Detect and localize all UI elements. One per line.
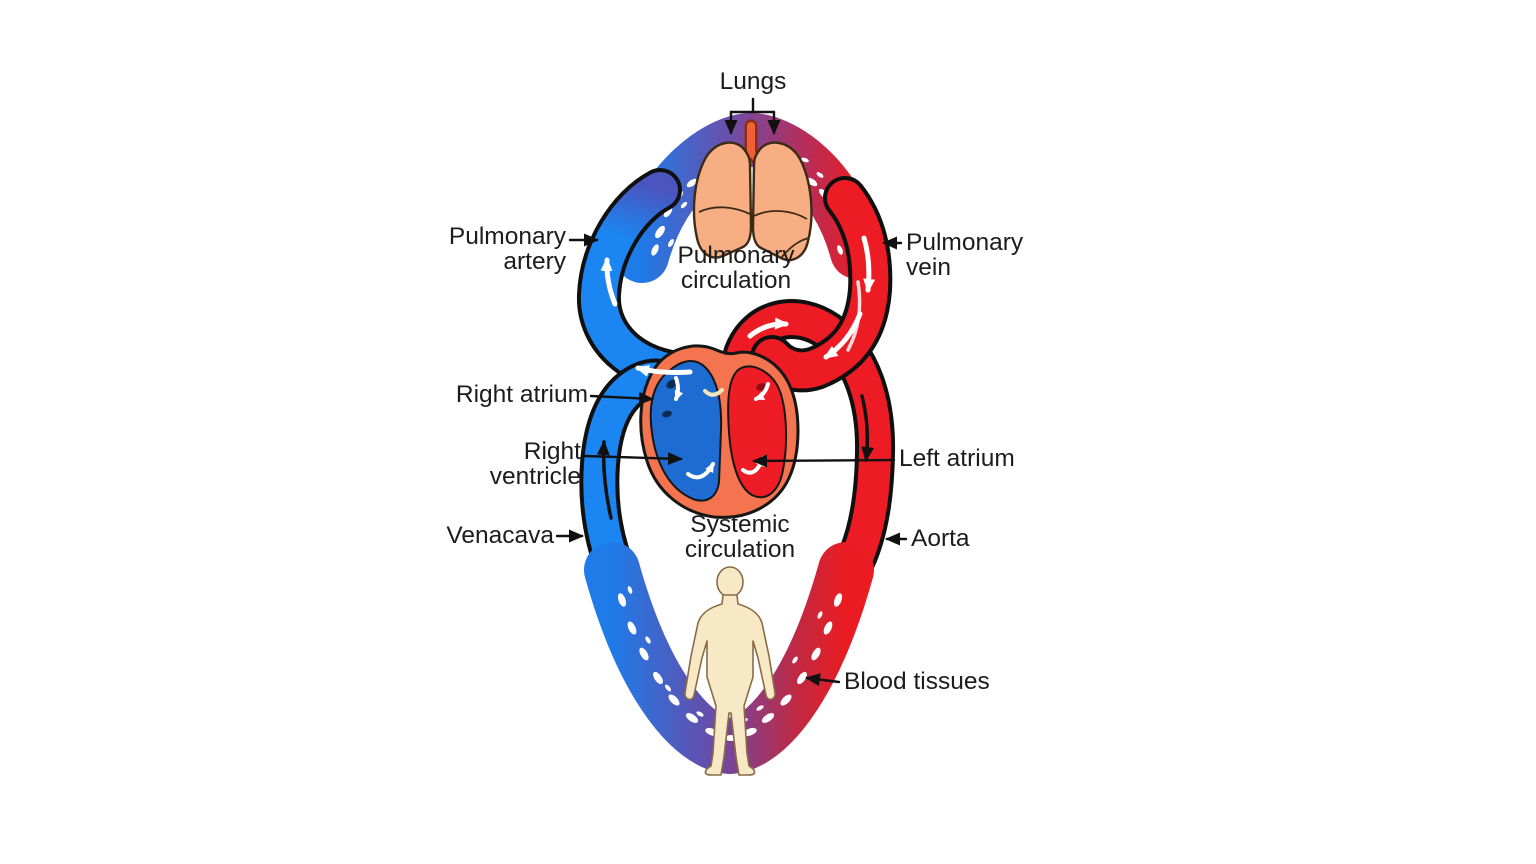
blood-tissues-label: Blood tissues	[844, 668, 990, 695]
pulmonary-artery-label: Pulmonary artery	[449, 224, 566, 274]
systemic-capillary-mesh	[584, 542, 874, 775]
aorta-label: Aorta	[911, 525, 970, 552]
pulmonary-circulation-label: Pulmonary circulation	[677, 243, 794, 293]
lungs-illustration	[692, 141, 813, 262]
venacava-label: Venacava	[446, 522, 554, 549]
capillary-holes-bottom	[617, 586, 843, 741]
lungs-bracket	[724, 97, 781, 135]
vessel-flow-arrows-white	[600, 235, 876, 377]
right-lung	[751, 141, 813, 262]
right-ventricle-label: Right ventricle	[490, 439, 581, 489]
human-figure	[684, 566, 776, 776]
pulmonary-circulation-label-line1: Pulmonary	[677, 242, 795, 269]
right-ventricle-label-line2: ventricle	[489, 463, 581, 490]
right-ventricle-leader	[582, 452, 683, 466]
human-head	[716, 566, 744, 598]
left-lung	[692, 141, 753, 259]
systemic-circulation-label-line2: circulation	[684, 536, 796, 563]
right-atrium-label: Right atrium	[455, 381, 588, 408]
systemic-circulation-label-line1: Systemic	[690, 511, 790, 538]
pulmonary-circulation-label-line2: circulation	[680, 267, 792, 294]
left-atrium-label: Left atrium	[899, 445, 1015, 472]
pulmonary-vein-label: Pulmonary vein	[906, 230, 1023, 280]
label-leader-lines	[555, 97, 908, 687]
heart-right-side-blue	[649, 360, 723, 502]
pulmonary-vein-label-line2: vein	[906, 254, 951, 281]
right-atrium-leader	[589, 391, 654, 405]
heart-left-side-red	[727, 365, 788, 499]
left-atrium-leader	[752, 454, 896, 468]
pulmonary-vein-label-line1: Pulmonary	[906, 229, 1024, 256]
right-ventricle-label-line1: Right	[523, 438, 581, 465]
human-body	[684, 594, 776, 776]
pulmonary-artery-label-line2: artery	[503, 248, 566, 275]
systemic-circulation-label: Systemic circulation	[685, 512, 795, 562]
lungs-label: Lungs	[719, 68, 787, 95]
blood-tissues-leader	[805, 673, 841, 687]
pulmonary-artery-label-line1: Pulmonary	[448, 223, 566, 250]
heart-valve-openings	[662, 379, 766, 418]
heart-illustration	[639, 344, 800, 519]
vessel-flow-arrows-black	[596, 394, 875, 520]
